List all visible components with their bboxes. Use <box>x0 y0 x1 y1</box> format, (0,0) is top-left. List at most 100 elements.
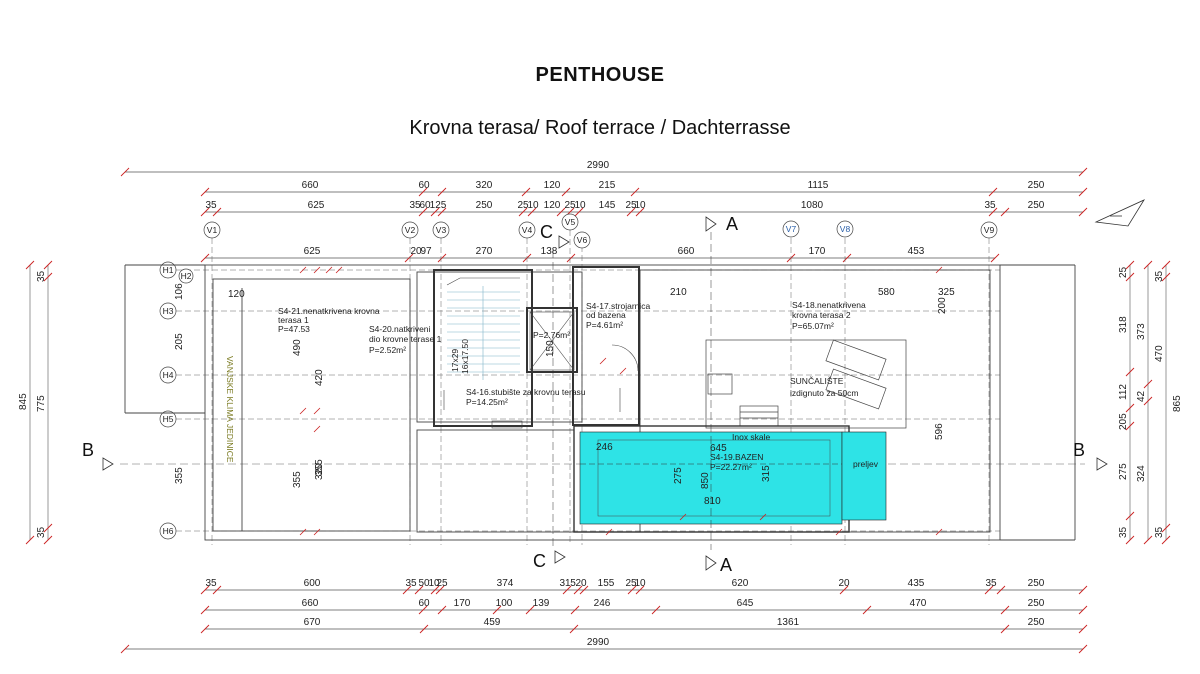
section-c-top: C <box>540 222 553 242</box>
dim-top-r3: 138 <box>541 246 558 257</box>
axis-label-v: V3 <box>436 225 447 235</box>
wall-ticks <box>299 266 943 536</box>
room-18-name: S4-18.nenatkrivena <box>792 300 866 310</box>
dim-top-r3: 170 <box>809 246 826 257</box>
dim-bottom-r1: 20 <box>838 578 850 589</box>
dim-top-r2: 120 <box>544 200 561 211</box>
right-dimension-lines <box>1129 265 1167 540</box>
overflow-label: preljev <box>853 459 879 469</box>
dim-bottom-r1: 600 <box>304 578 321 589</box>
axis-label-v: V2 <box>405 225 416 235</box>
dim-top-r1: 1115 <box>808 180 829 191</box>
dim-bottom-r1: 374 <box>497 578 514 589</box>
dim-left: 775 <box>36 395 47 412</box>
dim-top-r2: 10 <box>527 200 539 211</box>
dim-bottom-r1: 35 <box>985 578 997 589</box>
axis-labels-horizontal: H1 H2 H3 H4 H5 H6 <box>163 265 192 536</box>
section-labels: A A B B C C <box>82 214 1085 575</box>
idim: 810 <box>704 496 721 507</box>
dim-right: 25 <box>1118 266 1129 278</box>
idim: 200 <box>937 297 948 314</box>
room-20-name: S4-20.natkriveni <box>369 324 431 334</box>
idim: 645 <box>710 443 727 454</box>
dim-bottom-r3: 250 <box>1028 617 1045 628</box>
dim-bottom-r3: 1361 <box>777 617 800 628</box>
page-title: PENTHOUSE <box>535 64 665 86</box>
dim-bottom-r1: 250 <box>1028 578 1045 589</box>
dim-left: 845 <box>18 393 29 410</box>
dim-bottom-r1: 155 <box>598 578 615 589</box>
lift-shaft <box>529 311 575 371</box>
idim: 420 <box>314 369 325 386</box>
axis-label-h: H2 <box>181 271 192 281</box>
dim-bottom-r3: 670 <box>304 617 321 628</box>
left-dimension-texts: 845 35 775 35 <box>18 270 47 538</box>
room-19-area: P=22.27m² <box>710 462 752 472</box>
dim-bottom-r1: 25 <box>436 578 448 589</box>
stair-dim-1: 17x29 <box>450 349 460 372</box>
inox-label: Inox skale <box>732 432 771 442</box>
axis-bubbles-vertical <box>203 213 998 249</box>
north-arrow-icon <box>1094 199 1146 227</box>
dim-right: 865 <box>1172 395 1183 412</box>
idim: 210 <box>670 287 687 298</box>
idim: 355 <box>174 467 185 484</box>
idim: 315 <box>761 465 772 482</box>
interior-dimensions: 120 210 580 325 200 106 205 490 420 355 … <box>174 283 955 507</box>
top-dimension-texts: 2990 660 60 320 120 215 1115 250 35 625 … <box>205 160 1044 257</box>
section-a-bottom: A <box>720 555 732 575</box>
bottom-dimension-lines <box>125 589 1083 650</box>
top-dimension-lines <box>125 171 1083 259</box>
idim: 850 <box>700 472 711 489</box>
dim-top-r1: 215 <box>599 180 616 191</box>
room-21-area: P=47.53 <box>278 324 310 334</box>
axis-label-v: V1 <box>207 225 218 235</box>
sun-note: izdignuto za 50cm <box>790 388 859 398</box>
stair-core-walls <box>433 266 640 427</box>
left-dim-ticks <box>25 260 53 545</box>
page-subtitle: Krovna terasa/ Roof terrace / Dachterras… <box>409 117 791 139</box>
dim-bottom-r1: 35 <box>405 578 417 589</box>
dim-left: 35 <box>36 526 47 538</box>
dim-top-r2: 25 <box>564 200 576 211</box>
dim-top-r1: 250 <box>1028 180 1045 191</box>
dim-top-r2: 145 <box>599 200 616 211</box>
room-20-area: P=2.52m² <box>369 345 406 355</box>
axis-bubbles-horizontal <box>159 261 194 540</box>
bottom-dimension-texts: 35 600 35 50 10 25 374 31 5 20 155 25 10… <box>205 578 1044 648</box>
axis-label-h: H6 <box>163 526 174 536</box>
room-19-name: S4-19.BAZEN <box>710 452 763 462</box>
dim-top-r2: 1080 <box>801 200 824 211</box>
dim-bottom-r2: 250 <box>1028 598 1045 609</box>
dim-bottom-r1: 620 <box>732 578 749 589</box>
dim-bottom-r2: 100 <box>496 598 513 609</box>
room-18-name2: krovna terasa 2 <box>792 310 851 320</box>
dim-right: 470 <box>1154 345 1165 362</box>
dim-top-r1: 60 <box>418 180 430 191</box>
dim-left: 35 <box>36 270 47 282</box>
dim-bottom-r1: 25 <box>625 578 637 589</box>
right-dim-ticks <box>1125 260 1171 545</box>
axis-labels-vertical: V1 V2 V3 V4 V5 V6 V7 V8 V9 <box>207 217 995 245</box>
left-dimension-lines <box>29 265 49 540</box>
dim-top-r2: 125 <box>430 200 447 211</box>
room-21-name2: terasa 1 <box>278 315 309 325</box>
dim-bottom-r1: 20 <box>575 578 587 589</box>
room-20-name2: dio krovne terase 1 <box>369 334 442 344</box>
klima-label: VANJSKE KLIMA JEDINICE <box>225 356 235 463</box>
dim-top-r2: 250 <box>1028 200 1045 211</box>
dim-top-r2: 35 <box>205 200 217 211</box>
dim-top-r3: 270 <box>476 246 493 257</box>
idim: 490 <box>292 339 303 356</box>
dim-right: 35 <box>1154 526 1165 538</box>
dim-top-r2: 10 <box>634 200 646 211</box>
dim-top-r2: 35 <box>984 200 996 211</box>
dim-top-r2: 60 <box>419 200 431 211</box>
room-17-area: P=4.61m² <box>586 320 623 330</box>
dim-bottom-r2: 139 <box>533 598 550 609</box>
dim-right: 373 <box>1136 323 1147 340</box>
axis-label-h: H5 <box>163 414 174 424</box>
dim-top-r3: 660 <box>678 246 695 257</box>
dim-top-total: 2990 <box>587 160 610 171</box>
